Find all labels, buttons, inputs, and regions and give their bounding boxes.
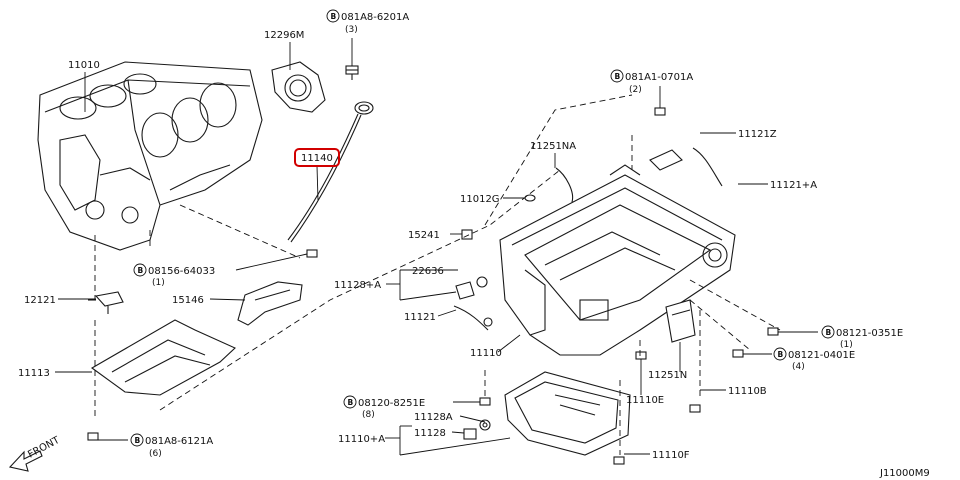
bolt-drawings: [87, 107, 779, 465]
gasket-11251na-drawing: [555, 167, 574, 203]
label-11121: 11121: [404, 312, 436, 323]
svg-text:B: B: [615, 72, 621, 81]
svg-text:B: B: [348, 398, 354, 407]
part-labels: 11010 12296M 081A8-6201A (3) 11140 081A1…: [18, 12, 903, 461]
label-08120-8251e: 08120-8251E: [358, 398, 425, 409]
label-12121: 12121: [24, 295, 56, 306]
label-081a8-6201a: 081A8-6201A: [341, 12, 409, 23]
oil-strainer-drawing: [453, 305, 493, 331]
baffle-plate-drawing: [665, 299, 696, 343]
cylinder-block-drawing: [37, 61, 263, 251]
dashed-guide-lines: [94, 94, 781, 455]
plug-15241-drawing: [461, 229, 473, 240]
label-15146: 15146: [172, 295, 204, 306]
label-08121-0351e: 08121-0351E: [836, 328, 903, 339]
label-081a1-0701a: 081A1-0701A: [625, 72, 693, 83]
label-11012g: 11012G: [460, 194, 500, 205]
label-11110e: 11110E: [626, 395, 664, 406]
label-11121z: 11121Z: [738, 129, 777, 140]
label-081a8-6201a-qty: (3): [345, 25, 358, 35]
svg-text:B: B: [138, 266, 144, 275]
label-081a8-6121a-qty: (6): [149, 449, 162, 459]
label-08121-0401e-qty: (4): [792, 362, 805, 372]
bracket-15146-drawing: [237, 281, 303, 326]
bolt-symbol-081a1-0701a: B: [610, 69, 624, 83]
cover-11113-drawing: [90, 319, 236, 396]
label-11251n: 11251N: [648, 370, 687, 381]
bolt-symbol-081a8-6201a: B: [326, 9, 340, 23]
svg-text:B: B: [778, 350, 784, 359]
bolt-symbol-08121-0351e: B: [821, 325, 835, 339]
upper-oil-pan-drawing: [499, 147, 736, 356]
label-08121-0401e: 08121-0401E: [788, 350, 855, 361]
label-11121a: 11121+A: [770, 180, 817, 191]
label-081a1-0701a-qty: (2): [629, 85, 642, 95]
label-11110f: 11110F: [652, 450, 690, 461]
label-11010: 11010: [68, 60, 100, 71]
label-11140[interactable]: 11140: [301, 153, 333, 164]
oil-pressure-sensor-drawing: [455, 276, 488, 300]
bolt-symbol-markers: B B B B B B B: [130, 9, 835, 447]
drain-plug-drawing: [463, 419, 491, 440]
svg-text:B: B: [826, 328, 832, 337]
label-11110b: 11110B: [728, 386, 767, 397]
label-22636: 22636: [412, 266, 444, 277]
label-08120-8251e-qty: (8): [362, 410, 375, 420]
label-11128a: 11128+A: [334, 280, 381, 291]
bolt-symbol-08120-8251e: B: [343, 395, 357, 409]
label-11128a-2: 11128A: [414, 412, 453, 423]
rear-seal-retainer-drawing: [271, 61, 326, 113]
svg-text:B: B: [331, 12, 337, 21]
front-label: FRONT: [26, 434, 62, 460]
bolt-081a8-6201a-drawing: [345, 65, 359, 80]
diagram-id: J11000M9: [879, 468, 930, 479]
label-08156-64033: 08156-64033: [148, 266, 215, 277]
label-08156-64033-qty: (1): [152, 278, 165, 288]
label-08121-0351e-qty: (1): [840, 340, 853, 350]
oil-dipstick-drawing: [287, 101, 374, 243]
bolt-symbol-081a8-6121a: B: [130, 433, 144, 447]
bolt-symbol-08121-0401e: B: [773, 347, 787, 361]
label-11110a: 11110+A: [338, 434, 385, 445]
label-11251na: 11251NA: [530, 141, 576, 152]
leader-lines: [55, 38, 818, 456]
label-11110: 11110: [470, 348, 502, 359]
lower-oil-pan-drawing: [504, 371, 631, 456]
label-081a8-6121a: 081A8-6121A: [145, 436, 213, 447]
front-direction-indicator: FRONT: [8, 434, 62, 472]
label-11128: 11128: [414, 428, 446, 439]
label-15241: 15241: [408, 230, 440, 241]
front-arrow-icon: [8, 450, 43, 472]
label-11113: 11113: [18, 368, 50, 379]
svg-text:B: B: [135, 436, 141, 445]
label-12296m: 12296M: [264, 30, 304, 41]
sensor-12121-drawing: [88, 291, 124, 314]
bolt-symbol-08156-64033: B: [133, 263, 147, 277]
highlight-box-11140: [294, 148, 340, 167]
